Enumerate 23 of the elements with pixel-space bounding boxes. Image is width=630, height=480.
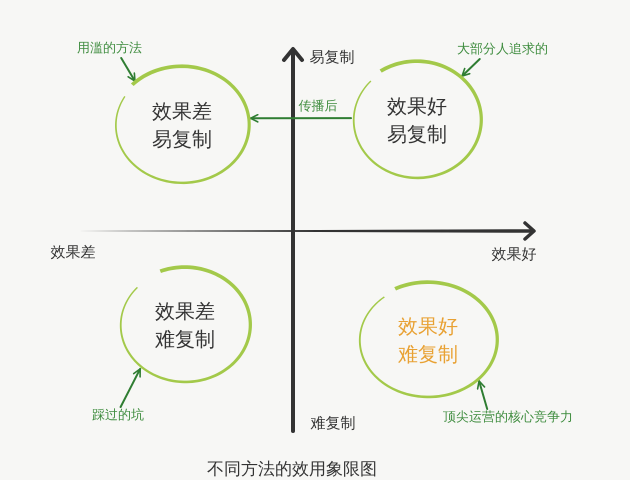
axis-label: 难复制 <box>310 414 356 432</box>
quadrant-label: 难复制 <box>155 326 215 353</box>
annotation-text: 踩过的坑 <box>92 407 144 425</box>
quadrant-label: 效果好 <box>387 93 447 120</box>
annotation-text: 用滥的方法 <box>77 40 142 58</box>
axis-label: 效果好 <box>492 245 536 263</box>
arrow <box>120 368 142 408</box>
caption: 不同方法的效用象限图 <box>207 460 377 480</box>
axis-label: 易复制 <box>310 48 354 66</box>
arrow <box>120 57 136 82</box>
quadrant-label: 效果好 <box>398 313 458 340</box>
arrow <box>250 114 352 123</box>
quadrant-label: 易复制 <box>152 126 212 153</box>
axis-label: 效果差 <box>50 243 96 261</box>
edge-label: 传播后 <box>296 99 340 115</box>
annotation-text: 大部分人追求的 <box>457 41 548 59</box>
arrow <box>461 58 481 78</box>
quadrant-label: 效果差 <box>152 98 212 125</box>
quadrant-label: 易复制 <box>387 121 447 148</box>
annotation-text: 顶尖运营的核心竞争力 <box>443 409 573 427</box>
arrow <box>476 380 488 410</box>
quadrant-label: 效果差 <box>155 298 215 325</box>
quadrant-label: 难复制 <box>398 341 458 368</box>
